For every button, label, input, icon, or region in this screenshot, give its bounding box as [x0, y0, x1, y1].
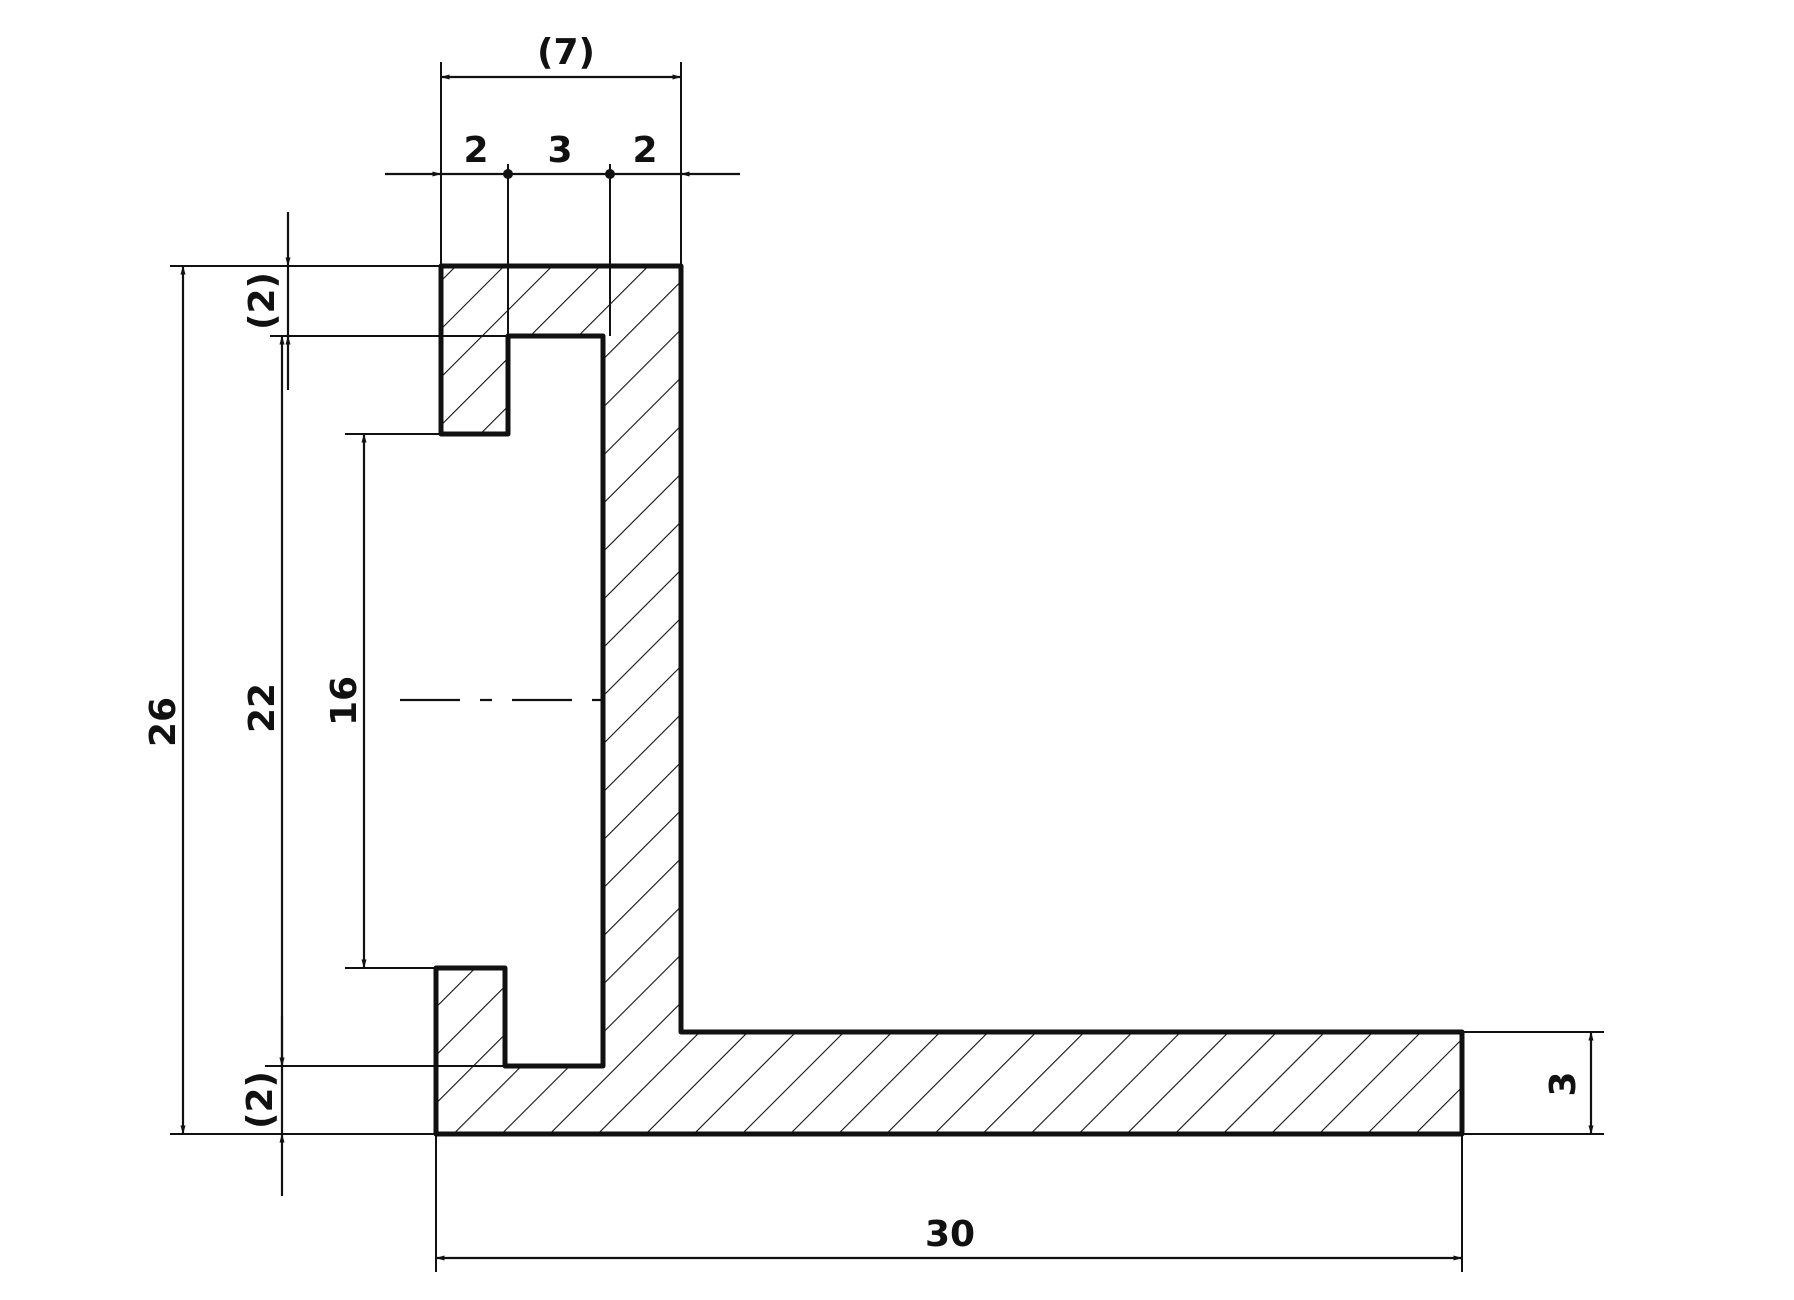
dimension-inner-height: 22: [242, 335, 285, 1067]
dim-label-base-thickness: 3: [1543, 1071, 1584, 1096]
dim-label-segment-left: 2: [463, 130, 488, 171]
dimension-base-thickness: 3: [1543, 1031, 1594, 1135]
dim-label-base-length: 30: [925, 1214, 975, 1255]
extension-lines: [170, 62, 1604, 1272]
dimension-base-length: 30: [435, 1214, 1463, 1261]
dim-label-overall-height: 26: [143, 697, 184, 747]
dim-label-overall-width: (7): [537, 32, 595, 73]
dim-label-segment-right: 2: [632, 130, 657, 171]
dim-label-bottom-lip: (2): [240, 1071, 281, 1129]
dim-label-segment-middle: 3: [547, 130, 572, 171]
dimension-chain-segments: 2 3 2: [385, 130, 740, 179]
dimension-top-lip: (2): [242, 212, 291, 390]
dim-label-top-lip: (2): [242, 272, 283, 330]
dimension-overall-height: 26: [143, 265, 186, 1135]
dim-label-slot-opening: 16: [324, 676, 365, 726]
profile-section: [433, 263, 1465, 1137]
dimension-slot-opening: 16: [324, 433, 367, 969]
dimension-overall-width: (7): [440, 32, 682, 80]
dim-label-inner-height: 22: [242, 683, 283, 733]
dimension-bottom-lip: (2): [240, 1016, 285, 1196]
